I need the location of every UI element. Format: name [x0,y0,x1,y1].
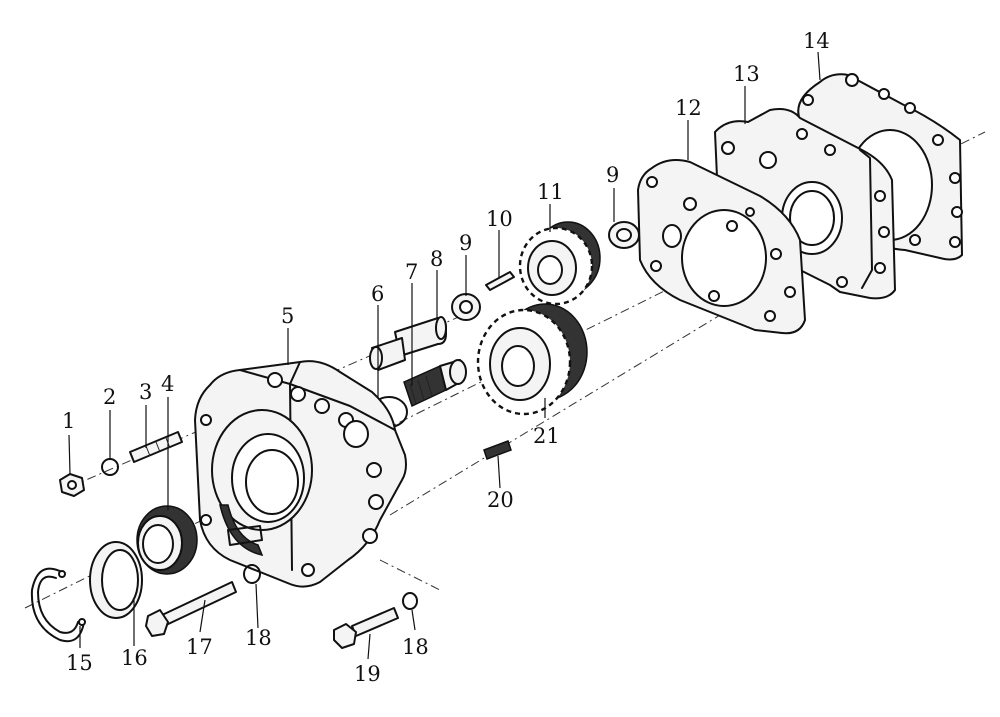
callout-6: 6 [371,282,384,306]
part-9-washer-right [608,221,640,249]
part-20-dowel-pin [483,440,512,460]
callout-18-left: 18 [245,626,272,650]
callout-12: 12 [675,96,702,120]
callout-18-right: 18 [402,635,429,659]
callout-11: 11 [537,180,564,204]
callout-21: 21 [533,424,560,448]
callout-3: 3 [139,380,152,404]
callout-9-right: 9 [606,163,619,187]
part-12-gasket [637,159,806,335]
callout-5: 5 [281,304,294,328]
part-18-washer-left [243,564,261,584]
callout-10: 10 [486,207,513,231]
callout-15: 15 [66,651,93,675]
callout-16: 16 [121,646,148,670]
callout-2: 2 [103,385,116,409]
callout-19: 19 [354,662,381,686]
callout-1: 1 [62,409,75,433]
part-10-key [485,271,515,291]
part-7-threaded-fitting [403,359,467,408]
part-9-washer-left [451,293,481,321]
part-13-cover-plate [714,108,896,300]
callout-9-left: 9 [459,231,472,255]
callout-20: 20 [487,488,514,512]
part-2-lock-washer [101,458,119,476]
callout-14: 14 [803,29,830,53]
part-19-short-bolt [333,607,399,649]
part-6-bushing [369,337,406,371]
callout-17: 17 [186,635,213,659]
part-11-drive-gear [518,221,601,306]
part-3-stud [129,431,183,463]
part-21-driven-gear [476,303,588,416]
part-1-hex-nut [59,473,85,497]
callout-13: 13 [733,62,760,86]
callout-4: 4 [161,372,174,396]
callout-labels: 1 2 3 4 5 6 7 8 9 9 10 11 12 13 14 15 16… [62,29,830,686]
part-15-retaining-ring [30,567,86,643]
callout-7: 7 [405,260,418,284]
part-16-flat-washer [89,541,143,619]
part-18-washer-right [402,592,418,610]
part-8-shaft [394,316,447,357]
part-17-long-bolt [145,581,237,637]
part-4-oil-seal [136,505,198,575]
leader-lines [68,51,821,660]
part-5-pump-housing [194,360,407,588]
callout-8: 8 [430,247,443,271]
